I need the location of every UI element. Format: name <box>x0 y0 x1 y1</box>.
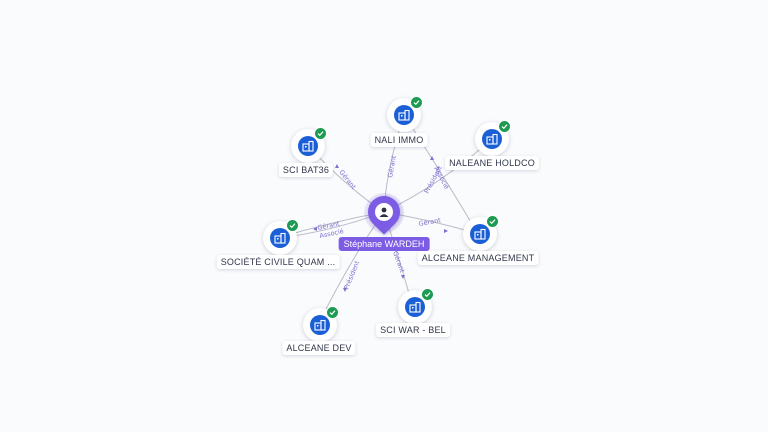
node-label-alceane-dev[interactable]: ALCEANE DEV <box>282 341 356 355</box>
building-icon <box>394 105 414 125</box>
node-label-societe-civile-quam[interactable]: SOCIÉTÉ CIVILE QUAM ... <box>216 255 340 269</box>
edge-label-alceane-management-2: Gérant <box>418 216 442 228</box>
verified-check-icon <box>286 219 299 232</box>
node-label-nali-immo[interactable]: NALI IMMO <box>370 133 428 147</box>
verified-check-icon <box>486 215 499 228</box>
edge-label-sci-bat36: Gérant <box>337 168 357 191</box>
building-icon <box>470 224 490 244</box>
node-societe-civile-quam[interactable] <box>263 219 299 255</box>
verified-check-icon <box>421 288 434 301</box>
arrow-sci-war-bel <box>401 275 405 279</box>
node-nali-immo[interactable] <box>387 96 423 132</box>
arrow-naleane-holdco <box>430 156 434 160</box>
edge-label-nali-immo: Gérant <box>386 154 398 178</box>
node-naleane-holdco[interactable] <box>475 120 511 156</box>
arrow-alceane-dev <box>343 288 347 292</box>
node-alceane-management[interactable] <box>463 215 499 251</box>
node-alceane-dev[interactable] <box>303 306 339 342</box>
building-icon <box>482 129 502 149</box>
building-icon <box>270 228 290 248</box>
node-label-sci-war-bel[interactable]: SCI WAR - BEL <box>376 323 450 337</box>
node-sci-war-bel[interactable] <box>398 288 434 324</box>
center-person-label[interactable]: Stéphane WARDEH <box>338 237 430 251</box>
edge-label-alceane-dev: Président <box>342 259 361 291</box>
node-label-alceane-management[interactable]: ALCEANE MANAGEMENT <box>417 251 539 265</box>
verified-check-icon <box>326 306 339 319</box>
node-label-sci-bat36[interactable]: SCI BAT36 <box>278 163 334 177</box>
center-person-marker[interactable] <box>361 189 407 235</box>
arrow-sci-bat36 <box>335 164 339 168</box>
person-icon <box>375 203 393 221</box>
building-icon <box>405 297 425 317</box>
arrow-alceane-management <box>444 229 448 233</box>
node-sci-bat36[interactable] <box>291 127 327 163</box>
building-icon <box>310 315 330 335</box>
verified-check-icon <box>498 120 511 133</box>
verified-check-icon <box>314 127 327 140</box>
verified-check-icon <box>410 96 423 109</box>
edge-label-sci-war-bel: Gérant <box>391 250 406 274</box>
node-label-naleane-holdco[interactable]: NALEANE HOLDCO <box>445 156 539 170</box>
arrow-societe-civile-quam <box>313 227 317 231</box>
building-icon <box>298 136 318 156</box>
